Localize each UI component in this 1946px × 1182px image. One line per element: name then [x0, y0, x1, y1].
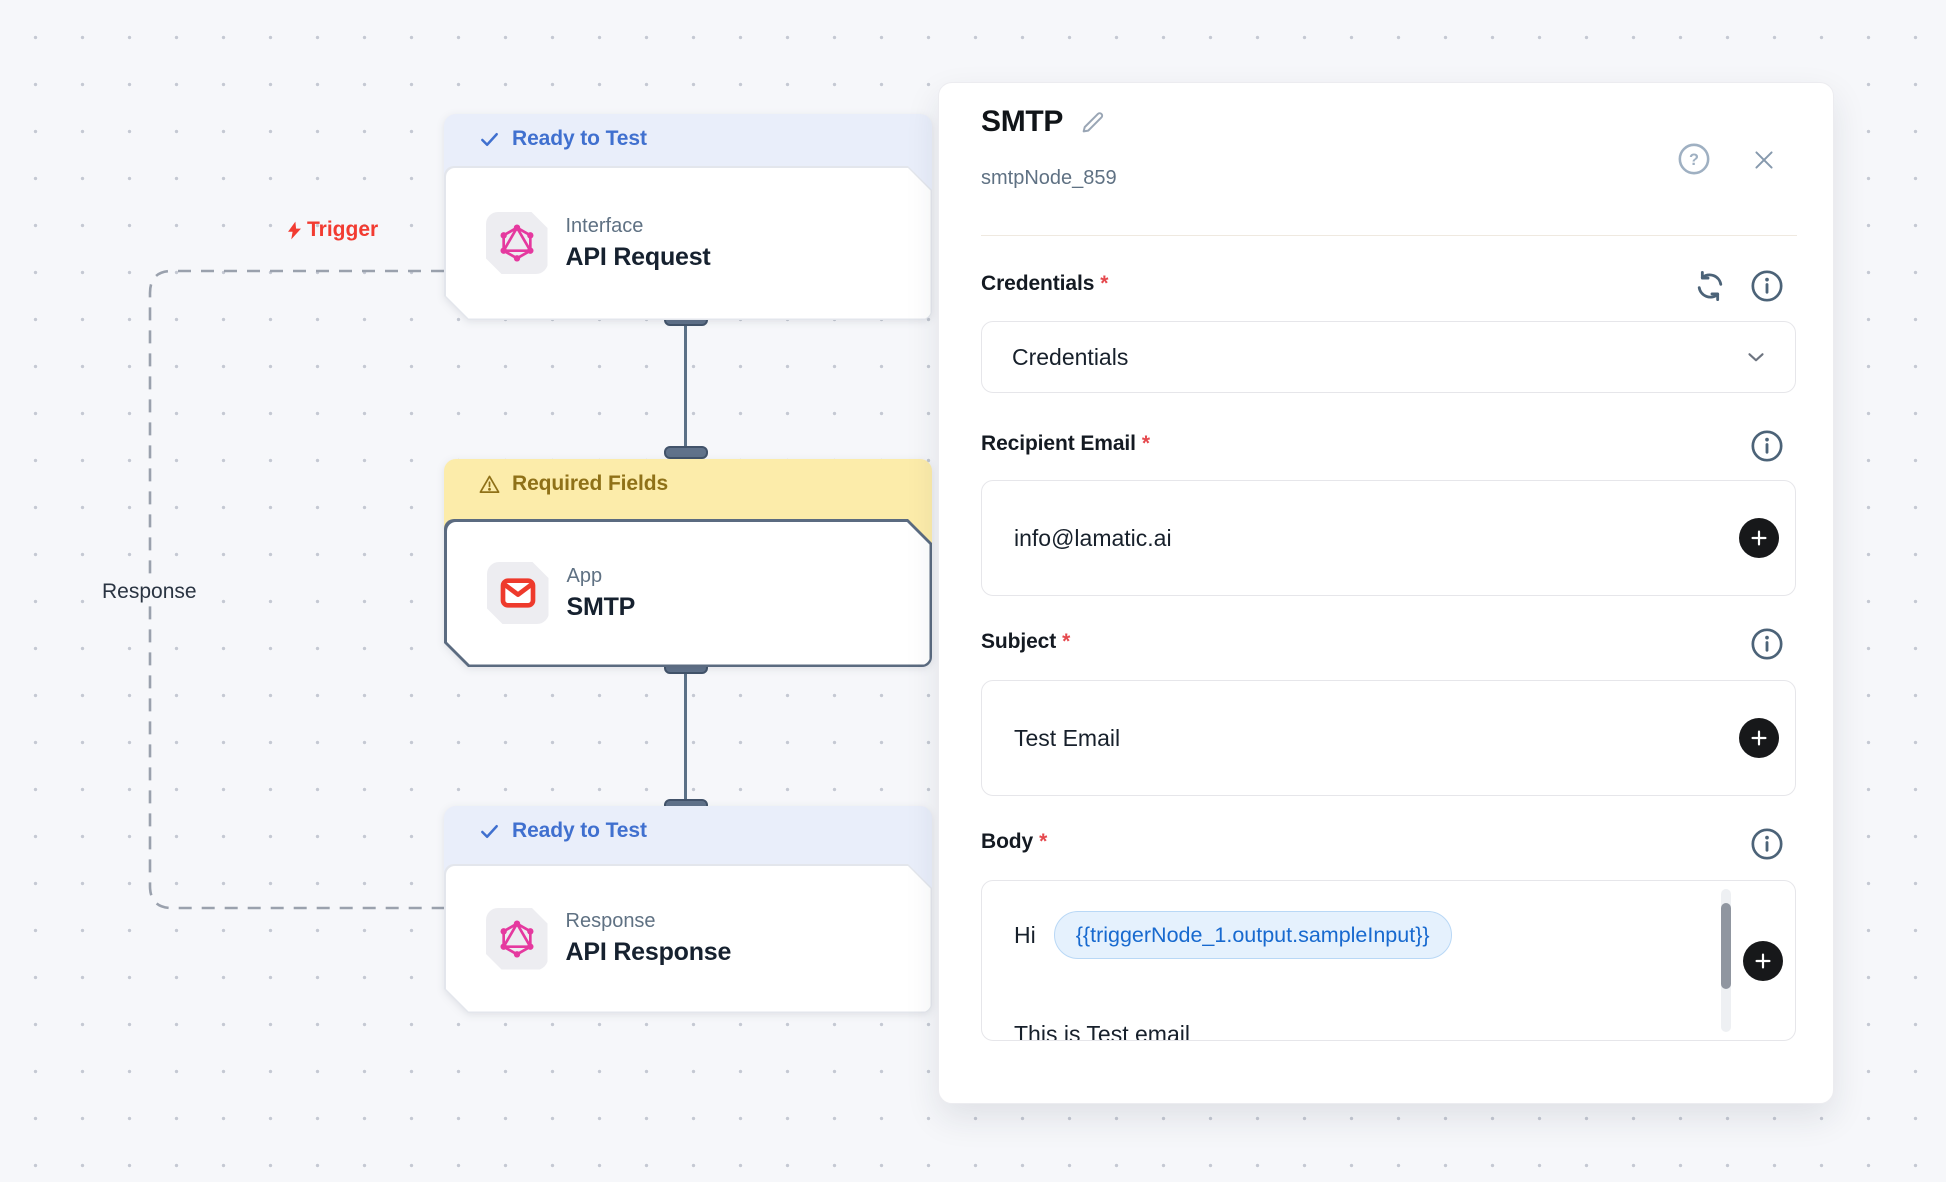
close-icon[interactable]	[1751, 147, 1777, 173]
connector-line-1	[684, 320, 687, 452]
node-smtp[interactable]: Required Fields App SMTP	[444, 459, 932, 667]
badge-text: Ready to Test	[512, 819, 647, 843]
body-scrollbar[interactable]	[1721, 889, 1731, 1032]
info-icon[interactable]	[1750, 827, 1784, 861]
edit-title-icon[interactable]	[1079, 108, 1107, 136]
badge-text: Required Fields	[512, 472, 668, 496]
badge-text: Ready to Test	[512, 127, 647, 151]
info-icon[interactable]	[1750, 429, 1784, 463]
lightning-bolt-icon	[284, 220, 305, 241]
body-field[interactable]: Hi {{triggerNode_1.output.sampleInput}} …	[981, 880, 1796, 1041]
info-icon[interactable]	[1750, 269, 1784, 303]
subject-field[interactable]: Test Email	[981, 680, 1796, 796]
node-title: API Response	[566, 938, 732, 967]
node-category: Response	[566, 910, 732, 933]
recipient-email-value: info@lamatic.ai	[1014, 525, 1172, 552]
check-icon	[478, 128, 501, 151]
credentials-select[interactable]: Credentials	[981, 321, 1796, 393]
help-icon[interactable]: ?	[1677, 142, 1711, 176]
email-icon	[487, 562, 549, 624]
connector-line-2	[684, 666, 687, 806]
warning-icon	[478, 473, 501, 496]
chevron-down-icon	[1743, 344, 1769, 370]
credentials-label: Credentials*	[981, 272, 1108, 296]
node-category: App	[567, 565, 636, 588]
node-card[interactable]: Response API Response	[444, 864, 932, 1013]
subject-label: Subject*	[981, 630, 1070, 654]
body-text: Hi	[1014, 922, 1036, 949]
node-category: Interface	[566, 215, 711, 238]
node-card[interactable]: Interface API Request	[444, 166, 932, 320]
check-icon	[478, 820, 501, 843]
body-overflow-text: This is Test email	[1014, 1021, 1190, 1041]
refresh-icon[interactable]	[1693, 269, 1727, 303]
input-port-smtp[interactable]	[664, 446, 708, 459]
recipient-email-label: Recipient Email*	[981, 432, 1150, 456]
variable-chip[interactable]: {{triggerNode_1.output.sampleInput}}	[1054, 911, 1452, 959]
recipient-email-field[interactable]: info@lamatic.ai	[981, 480, 1796, 596]
node-id: smtpNode_859	[981, 167, 1117, 190]
credentials-value: Credentials	[1012, 344, 1128, 371]
body-scrollbar-thumb[interactable]	[1721, 903, 1731, 989]
subject-value: Test Email	[1014, 725, 1120, 752]
svg-text:?: ?	[1689, 151, 1699, 169]
add-variable-button[interactable]	[1739, 718, 1779, 758]
trigger-label-text: Trigger	[307, 218, 378, 242]
graphql-icon	[486, 908, 548, 970]
node-api-response[interactable]: Ready to Test	[444, 806, 932, 1013]
node-title: SMTP	[567, 593, 636, 622]
add-variable-button[interactable]	[1739, 518, 1779, 558]
node-card[interactable]: App SMTP	[444, 519, 932, 667]
response-edge-label: Response	[96, 578, 203, 606]
node-api-request[interactable]: Ready to Test	[444, 114, 932, 320]
node-title: API Request	[566, 243, 711, 272]
node-config-panel: SMTP smtpNode_859 ? Credentials*	[938, 82, 1834, 1104]
info-icon[interactable]	[1750, 627, 1784, 661]
graphql-icon	[486, 212, 548, 274]
trigger-edge-label: Trigger	[278, 216, 384, 244]
add-variable-button[interactable]	[1743, 941, 1783, 981]
header-divider	[981, 235, 1797, 236]
panel-title: SMTP	[981, 105, 1063, 139]
body-label: Body*	[981, 830, 1047, 854]
